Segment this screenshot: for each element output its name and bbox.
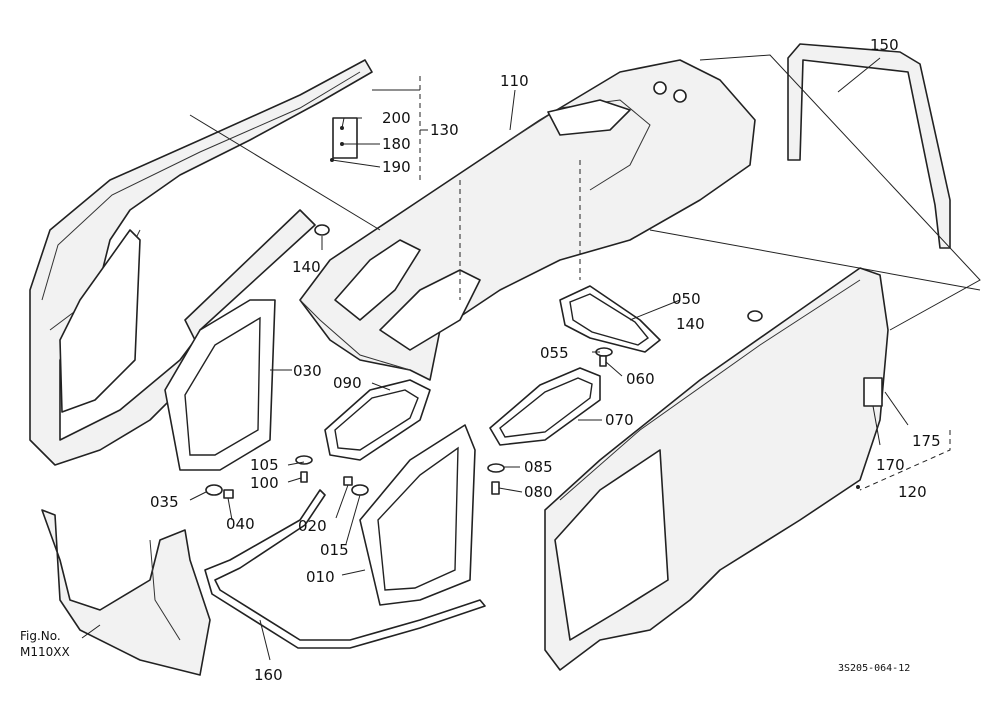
hardware xyxy=(205,117,763,499)
label-105: 105 xyxy=(250,456,279,474)
label-160: 160 xyxy=(254,666,283,684)
roof-panel xyxy=(299,59,756,381)
label-140-right: 140 xyxy=(676,315,705,333)
label-070: 070 xyxy=(605,411,634,429)
door-seal-160 xyxy=(204,489,486,649)
filter-panel-070 xyxy=(489,367,601,446)
bracket-050 xyxy=(559,285,661,353)
label-080: 080 xyxy=(524,483,553,501)
label-050: 050 xyxy=(672,290,701,308)
label-055: 055 xyxy=(540,344,569,362)
label-035: 035 xyxy=(150,493,179,511)
label-100: 100 xyxy=(250,474,279,492)
label-060: 060 xyxy=(626,370,655,388)
label-020: 020 xyxy=(298,517,327,535)
figure-ref-line2: M110XX xyxy=(20,645,70,659)
label-150: 150 xyxy=(870,36,899,54)
label-175: 175 xyxy=(912,432,941,450)
figure-ref-line1: Fig.No. xyxy=(20,629,61,643)
label-085: 085 xyxy=(524,458,553,476)
right-side-panel xyxy=(544,267,889,671)
drawing-code: 3S205-064-12 xyxy=(838,663,910,674)
leader-lines xyxy=(81,54,981,661)
label-040: 040 xyxy=(226,515,255,533)
label-180: 180 xyxy=(382,135,411,153)
part-labels: 110 150 200 180 190 130 140 140 050 055 … xyxy=(150,36,941,684)
label-015: 015 xyxy=(320,541,349,559)
label-120: 120 xyxy=(898,483,927,501)
left-side-panel xyxy=(29,59,373,466)
window-010 xyxy=(359,424,476,606)
label-090: 090 xyxy=(333,374,362,392)
label-030: 030 xyxy=(293,362,322,380)
label-190: 190 xyxy=(382,158,411,176)
rear-arch-trim xyxy=(787,43,951,249)
label-170: 170 xyxy=(876,456,905,474)
label-200: 200 xyxy=(382,109,411,127)
label-010: 010 xyxy=(306,568,335,586)
label-130: 130 xyxy=(430,121,459,139)
window-030 xyxy=(164,299,276,471)
lower-left-pillar xyxy=(41,509,211,676)
label-110: 110 xyxy=(500,72,529,90)
label-140-left: 140 xyxy=(292,258,321,276)
filter-panel-090 xyxy=(324,379,431,461)
figure-reference: Fig.No. M110XX xyxy=(20,629,70,659)
